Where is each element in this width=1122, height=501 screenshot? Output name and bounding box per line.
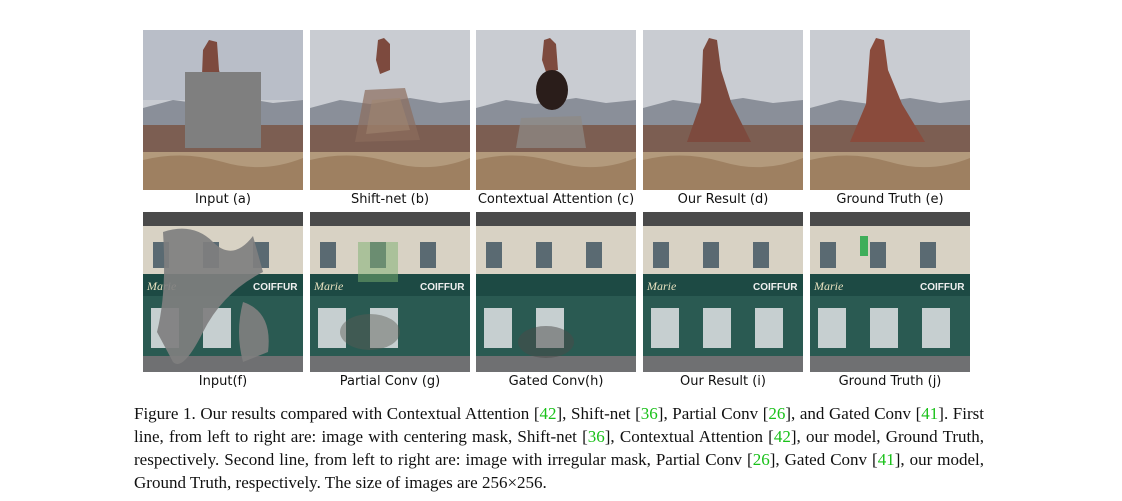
panel-image (143, 30, 303, 190)
panel-our-result-i: Marie COIFFUR Our Result (i) (643, 212, 803, 389)
mesa-image (310, 30, 470, 190)
sign-text: COIFFUR (253, 282, 298, 293)
storefront-image: Marie COIFFUR (643, 212, 803, 372)
caption-part: 41 (921, 404, 939, 423)
caption-part: 41 (877, 450, 895, 469)
storefront-image: Marie COIFFUR (310, 212, 470, 372)
sign-text: Marie (646, 279, 677, 293)
panel-input-f: Marie COIFFUR Input(f) (143, 212, 303, 389)
caption-part: ], and Gated Conv [ (785, 404, 922, 423)
sign-text: COIFFUR (420, 282, 465, 293)
panel-gated-conv-h: Gated Conv(h) (476, 212, 636, 389)
caption-part: ], Gated Conv [ (769, 450, 878, 469)
panel-ground-truth-j: Marie COIFFUR Ground Truth (j) (810, 212, 970, 389)
caption-part: ]. First line, from left to right are: i… (134, 404, 984, 446)
panel-image (810, 30, 970, 190)
panel-ground-truth-e: Ground Truth (e) (810, 30, 970, 207)
mesa-image (810, 30, 970, 190)
panel-label: Input(f) (198, 374, 248, 389)
sign-text: COIFFUR (920, 282, 965, 293)
caption-part: ], our model, Ground Truth, respectively… (134, 427, 984, 469)
panel-image: Marie COIFFUR (643, 212, 803, 372)
caption-part: 26 (752, 450, 770, 469)
caption-part: 42 (539, 404, 557, 423)
panel-label: Input (a) (195, 192, 251, 207)
panel-image (476, 30, 636, 190)
panel-label: Our Result (i) (679, 374, 766, 389)
panel-image (643, 30, 803, 190)
panel-shiftnet-b: Shift-net (b) (310, 30, 470, 207)
storefront-image: Marie COIFFUR (143, 212, 303, 372)
mesa-image (143, 30, 303, 190)
caption-part: ], Contextual Attention [ (604, 427, 774, 446)
figure-grid: Input (a) Shift-net (b) (143, 30, 971, 392)
panel-contextual-attention-c: Contextual Attention (c) (476, 30, 636, 207)
panel-image: Marie COIFFUR (143, 212, 303, 372)
mesa-image (643, 30, 803, 190)
mesa-image (476, 30, 636, 190)
sign-text: COIFFUR (753, 282, 798, 293)
panel-image: Marie COIFFUR (310, 212, 470, 372)
storefront-image: Marie COIFFUR (810, 212, 970, 372)
caption-part: 36 (587, 427, 605, 446)
panel-input-a: Input (a) (143, 30, 303, 207)
panel-label: Gated Conv(h) (508, 374, 604, 389)
caption-part: 42 (773, 427, 791, 446)
panel-label: Partial Conv (g) (339, 374, 441, 389)
panel-label: Ground Truth (e) (836, 192, 944, 207)
figure-row-storefront: Marie COIFFUR Input(f) (143, 212, 971, 392)
panel-image: Marie COIFFUR (810, 212, 970, 372)
caption-part: 26 (768, 404, 786, 423)
panel-partial-conv-g: Marie COIFFUR Partial Conv (g) (310, 212, 470, 389)
caption-part: ], our model, Ground Truth, respectively… (134, 450, 984, 492)
panel-image (476, 212, 636, 372)
panel-label: Shift-net (b) (350, 192, 430, 207)
caption-prefix: Figure 1. Our results compared with Cont… (134, 404, 540, 423)
panel-image (310, 30, 470, 190)
storefront-image (476, 212, 636, 372)
figure-caption: Figure 1. Our results compared with Cont… (134, 402, 984, 494)
panel-label: Contextual Attention (c) (477, 192, 635, 207)
panel-label: Ground Truth (j) (838, 374, 942, 389)
caption-part: 36 (640, 404, 658, 423)
figure-row-landscape: Input (a) Shift-net (b) (143, 30, 971, 210)
panel-our-result-d: Our Result (d) (643, 30, 803, 207)
caption-part: ], Partial Conv [ (657, 404, 769, 423)
panel-label: Our Result (d) (677, 192, 769, 207)
sign-text: Marie (313, 279, 344, 293)
caption-part: ], Shift-net [ (556, 404, 641, 423)
sign-text: Marie (813, 279, 844, 293)
